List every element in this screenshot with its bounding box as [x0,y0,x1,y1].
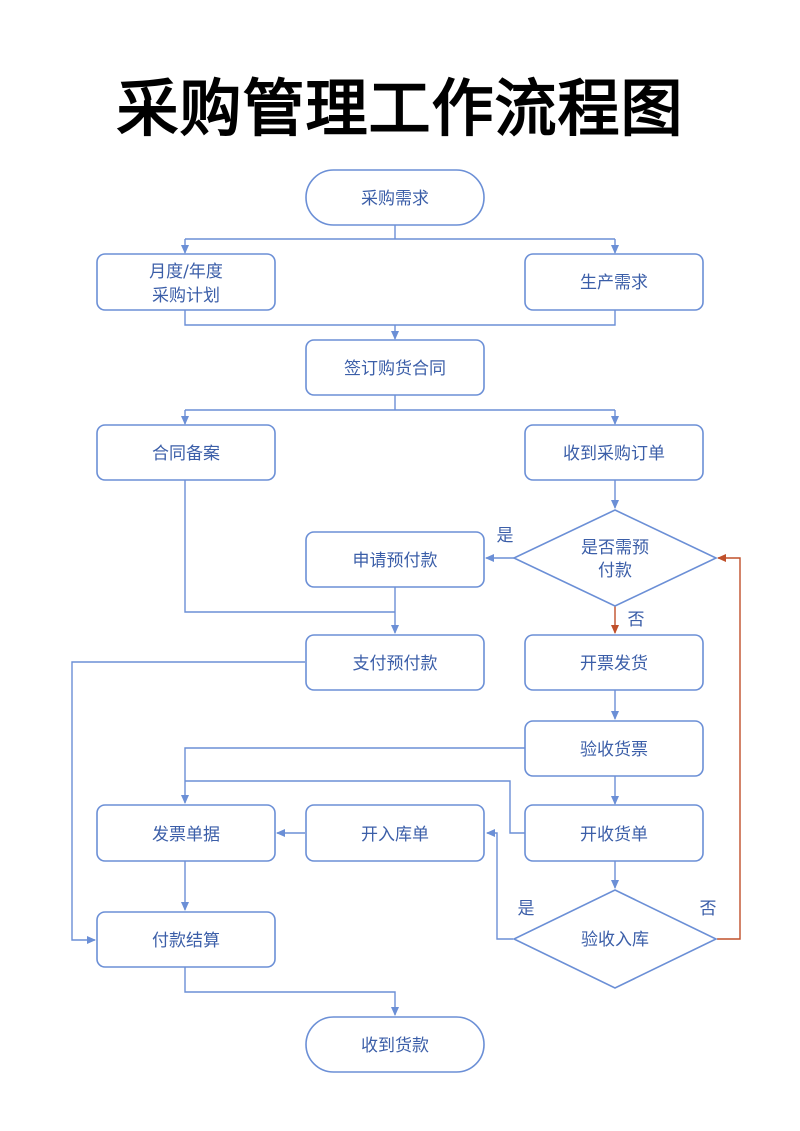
node-invoice-doc: 发票单据 [96,804,276,862]
svg-text:是否需预: 是否需预 [581,538,649,558]
svg-text:月度/年度: 月度/年度 [149,262,223,282]
svg-text:申请预付款: 申请预付款 [353,551,438,571]
connectors [71,225,741,1016]
node-plan: 月度/年度 采购计划 [96,253,276,311]
svg-text:付款结算: 付款结算 [152,931,220,951]
svg-text:开入库单: 开入库单 [361,825,429,845]
node-production: 生产需求 [524,253,704,311]
node-apply-prepay: 申请预付款 [305,531,485,588]
svg-text:合同备案: 合同备案 [152,444,220,464]
svg-text:采购计划: 采购计划 [152,286,220,306]
node-pay-prepay: 支付预付款 [305,634,485,691]
node-demand: 采购需求 [305,169,485,226]
svg-text:签订购货合同: 签订购货合同 [344,359,446,379]
svg-text:验收货票: 验收货票 [580,740,648,760]
svg-text:开票发货: 开票发货 [580,654,648,674]
node-invoice-ship: 开票发货 [524,634,704,691]
svg-text:生产需求: 生产需求 [580,273,648,293]
svg-text:发票单据: 发票单据 [152,825,220,845]
svg-text:收到货款: 收到货款 [361,1036,429,1056]
node-order: 收到采购订单 [524,424,704,481]
node-warehouse-note: 开入库单 [305,804,485,862]
svg-text:开收货单: 开收货单 [580,825,648,845]
node-contract: 签订购货合同 [305,339,485,396]
svg-text:收到采购订单: 收到采购订单 [563,444,665,464]
node-collect: 收到货款 [305,1016,485,1073]
svg-text:支付预付款: 支付预付款 [353,654,438,674]
svg-text:采购需求: 采购需求 [361,189,429,209]
decision-prepay: 是否需预 付款 [512,509,718,607]
node-settlement: 付款结算 [96,911,276,968]
page-title: 采购管理工作流程图 [116,72,684,145]
label-yes-prepay: 是 [497,526,514,546]
label-no-accept: 否 [700,899,717,919]
node-filing: 合同备案 [96,424,276,481]
node-receipt-note: 开收货单 [524,804,704,862]
node-check-invoice: 验收货票 [524,720,704,777]
svg-text:验收入库: 验收入库 [581,930,649,950]
label-no-prepay: 否 [628,610,645,630]
svg-text:付款: 付款 [598,561,632,581]
decision-accept: 验收入库 [512,889,718,989]
label-yes-accept: 是 [518,899,535,919]
